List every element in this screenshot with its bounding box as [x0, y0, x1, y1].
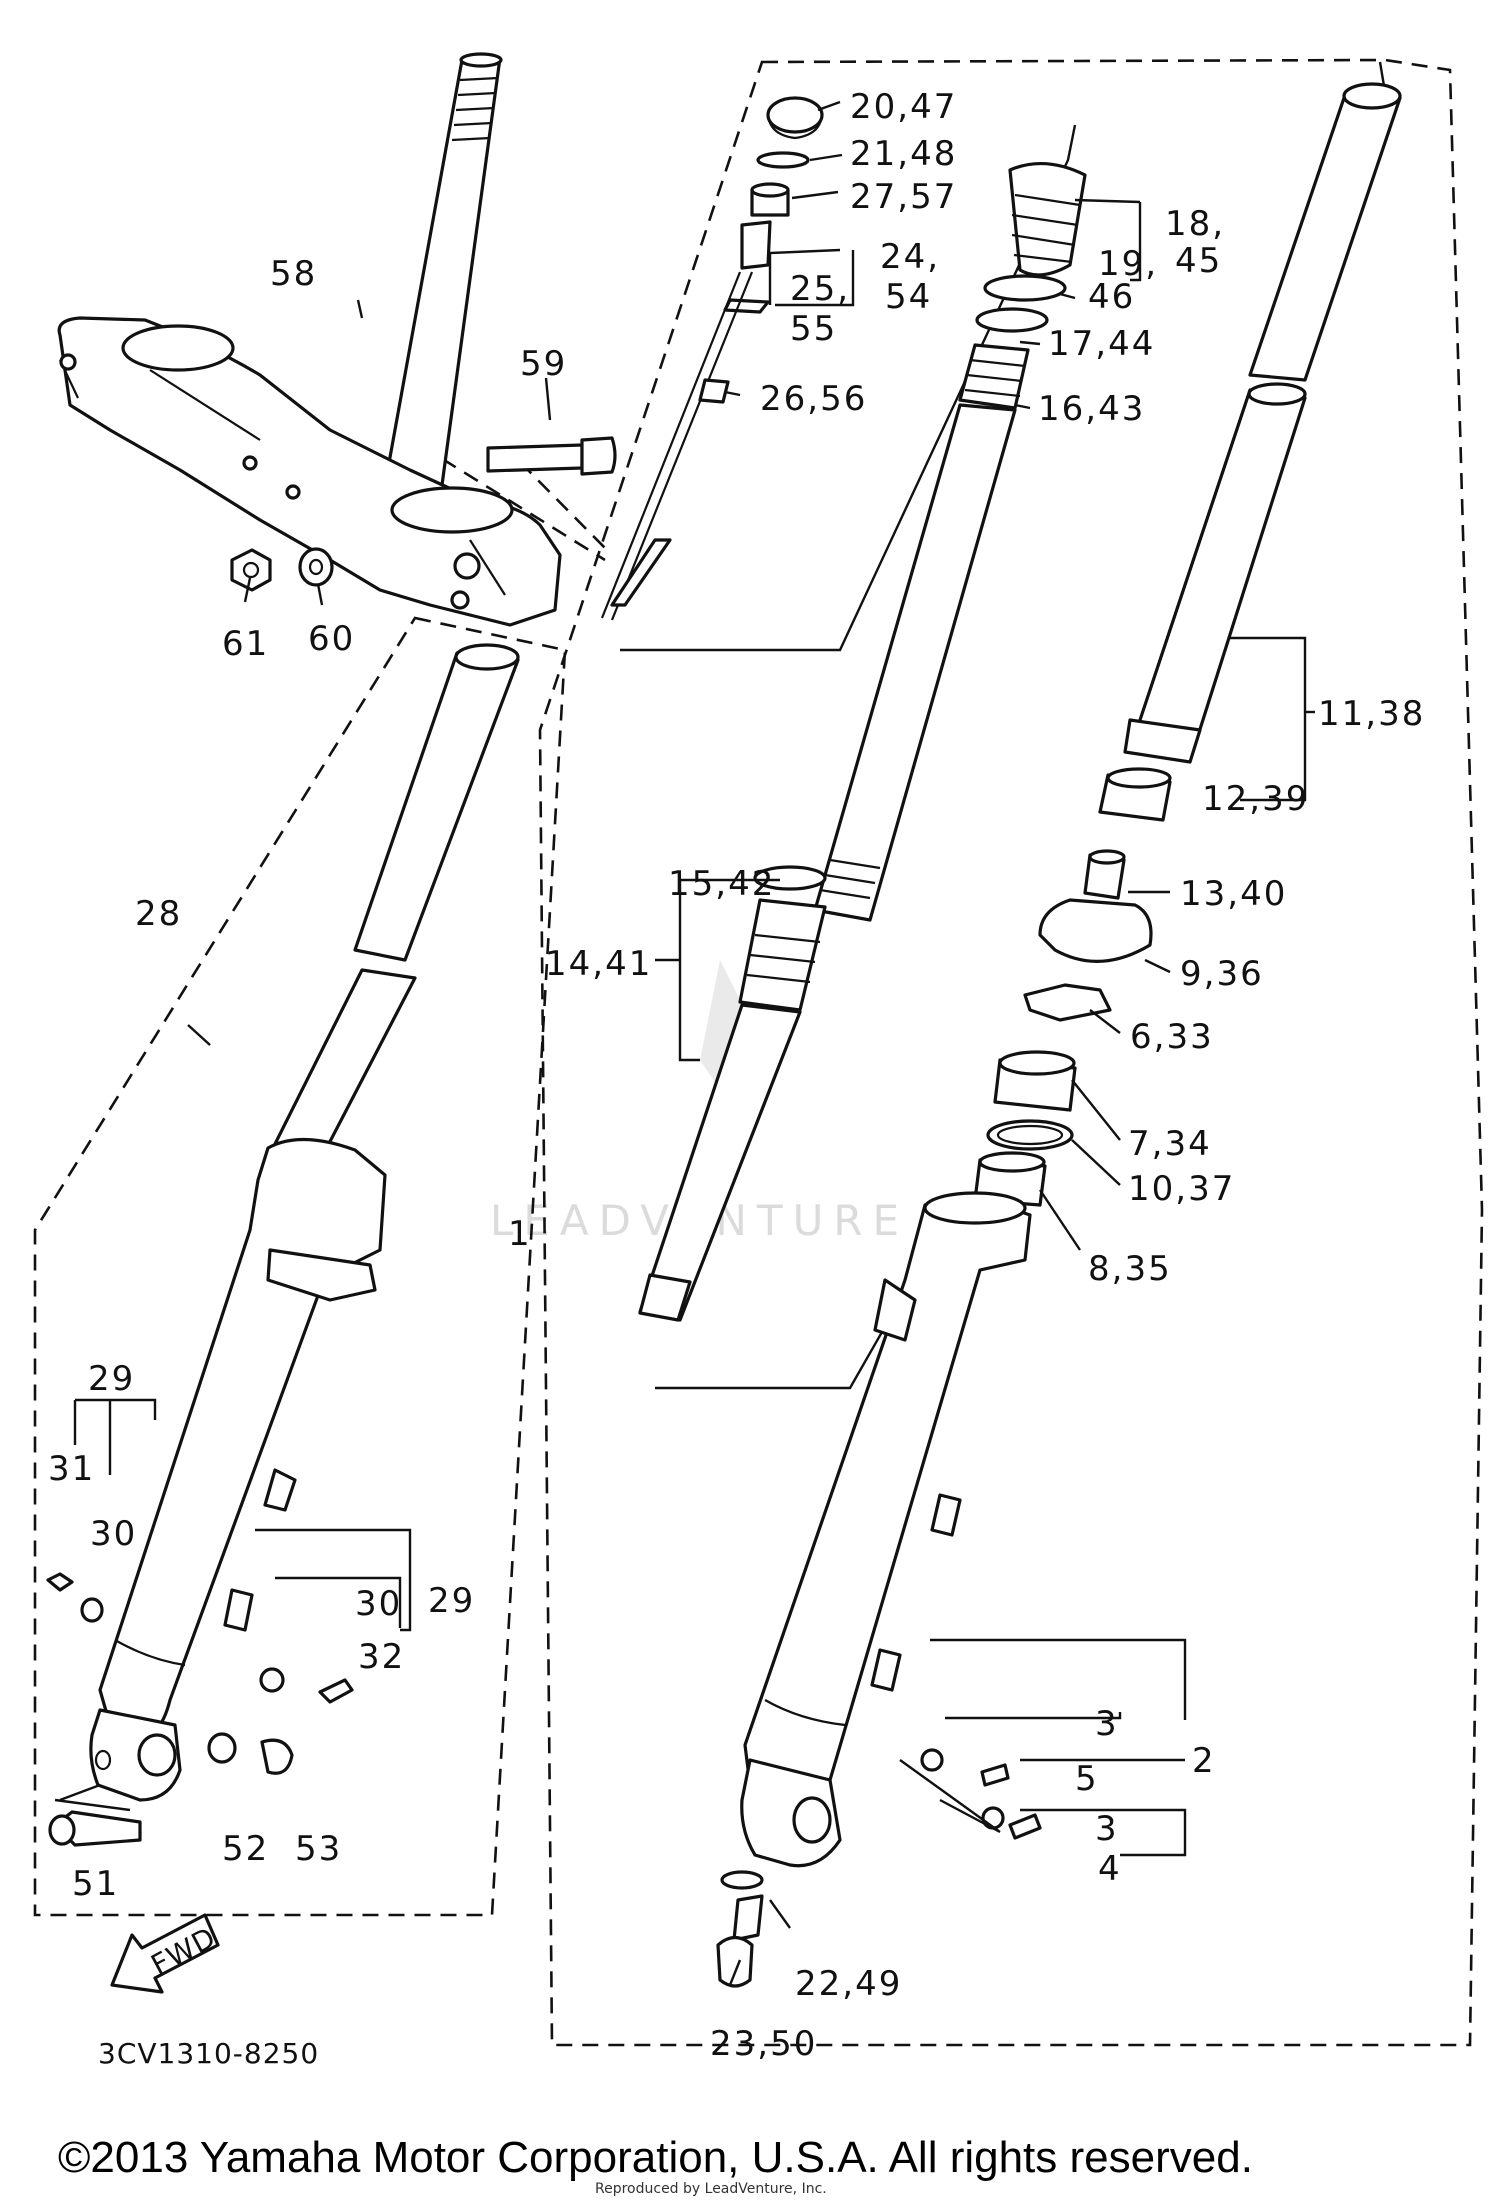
label-3b: 3: [1095, 1809, 1119, 1849]
pinch-bolt: [486, 436, 617, 476]
label-14-41: 14,41: [545, 944, 652, 984]
left-fork-assembly: [89, 643, 520, 1802]
fwd-arrow-icon: FWD: [110, 1913, 222, 1994]
inner-tube: [1123, 82, 1402, 764]
label-26-56: 26,56: [760, 379, 867, 419]
label-12-39: 12,39: [1202, 779, 1309, 819]
label-31: 31: [48, 1449, 95, 1489]
label-59: 59: [520, 344, 567, 384]
label-9-36: 9,36: [1180, 954, 1264, 994]
right-small-parts: [716, 1748, 1042, 1988]
label-10-37: 10,37: [1128, 1169, 1235, 1209]
label-27-57: 27,57: [850, 177, 957, 217]
label-61: 61: [222, 624, 269, 664]
cap-bolt-parts: [600, 96, 824, 621]
label-6-33: 6,33: [1130, 1017, 1214, 1057]
label-46: 46: [1088, 277, 1135, 317]
label-54: 54: [885, 277, 932, 317]
label-4: 4: [1098, 1849, 1122, 1889]
left-small-parts: [46, 1572, 354, 1847]
label-3a: 3: [1095, 1704, 1119, 1744]
label-28: 28: [135, 894, 182, 934]
copyright-text: ©2013 Yamaha Motor Corporation, U.S.A. A…: [58, 2133, 1253, 2182]
label-30a: 30: [90, 1514, 137, 1554]
label-2: 2: [1192, 1741, 1216, 1781]
label-16-43: 16,43: [1038, 389, 1145, 429]
label-20-47: 20,47: [850, 87, 957, 127]
label-19: 19,: [1098, 244, 1158, 284]
right-outer-tube: [740, 1191, 1032, 1868]
label-45: 45: [1175, 241, 1222, 281]
label-52: 52: [222, 1829, 269, 1869]
callout-labels: 58 59 61 60 28 29 31 30 30 29 32 51 52 5…: [48, 87, 1425, 2064]
label-29a: 29: [88, 1359, 135, 1399]
label-23-50: 23,50: [710, 2024, 817, 2064]
right-fork-boundary: [538, 58, 1484, 2047]
part-code: 3CV1310-8250: [98, 2037, 319, 2070]
label-32: 32: [358, 1637, 405, 1677]
label-17-44: 17,44: [1048, 324, 1155, 364]
ref-line-2: [519, 461, 606, 549]
label-18: 18,: [1165, 204, 1225, 244]
cap-bolt-bracket: [620, 124, 1077, 652]
reproduced-note: Reproduced by LeadVenture, Inc.: [595, 2181, 827, 2197]
left-fork-boundary: [33, 616, 567, 1917]
label-51: 51: [72, 1864, 119, 1904]
label-21-48: 21,48: [850, 134, 957, 174]
leader-lines: [54, 100, 1315, 1986]
assembly-outlines: [33, 58, 1484, 2047]
damper-spring-parts: [813, 161, 1087, 922]
steering-stem: [383, 52, 503, 487]
label-24: 24,: [880, 237, 940, 277]
seal-bushing-stack: [973, 767, 1172, 1207]
label-30b: 30: [355, 1584, 402, 1624]
under-bracket: [57, 316, 562, 627]
label-29b: 29: [428, 1581, 475, 1621]
label-11-38: 11,38: [1318, 694, 1425, 734]
label-55: 55: [790, 309, 837, 349]
damper-cylinder: [638, 865, 827, 1322]
label-60: 60: [308, 619, 355, 659]
label-7-34: 7,34: [1128, 1124, 1212, 1164]
label-5: 5: [1075, 1759, 1099, 1799]
label-13-40: 13,40: [1180, 874, 1287, 914]
label-15-42: 15,42: [668, 864, 775, 904]
label-53: 53: [295, 1829, 342, 1869]
ref-line-1: [419, 443, 606, 562]
nut-61: [230, 548, 272, 592]
label-22-49: 22,49: [795, 1964, 902, 2004]
label-58: 58: [270, 254, 317, 294]
label-1: 1: [508, 1214, 532, 1254]
washer-60: [298, 547, 334, 587]
label-25: 25,: [790, 269, 850, 309]
label-8-35: 8,35: [1088, 1249, 1172, 1289]
